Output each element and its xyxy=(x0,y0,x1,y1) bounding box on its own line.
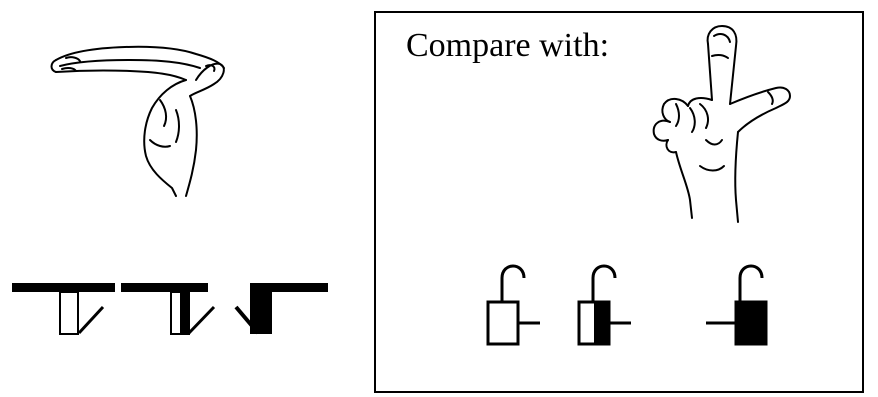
compare-panel-border xyxy=(374,11,864,393)
left-symbol-row xyxy=(12,283,328,335)
compare-panel: Compare with: xyxy=(374,11,864,393)
flat-hand-bent-icon xyxy=(50,45,225,197)
lock-open-empty-icon xyxy=(486,264,540,346)
symbol-open-bracket-icon xyxy=(12,283,115,335)
symbol-filled-bracket-icon xyxy=(234,283,328,335)
compare-caption: Compare with: xyxy=(406,27,609,64)
lock-open-half-filled-icon xyxy=(577,264,631,346)
lock-open-filled-icon xyxy=(706,264,768,346)
symbol-half-bracket-icon xyxy=(121,283,216,335)
right-symbol-row xyxy=(486,264,768,346)
l-handshape-icon xyxy=(652,25,791,223)
left-panel xyxy=(12,45,328,335)
